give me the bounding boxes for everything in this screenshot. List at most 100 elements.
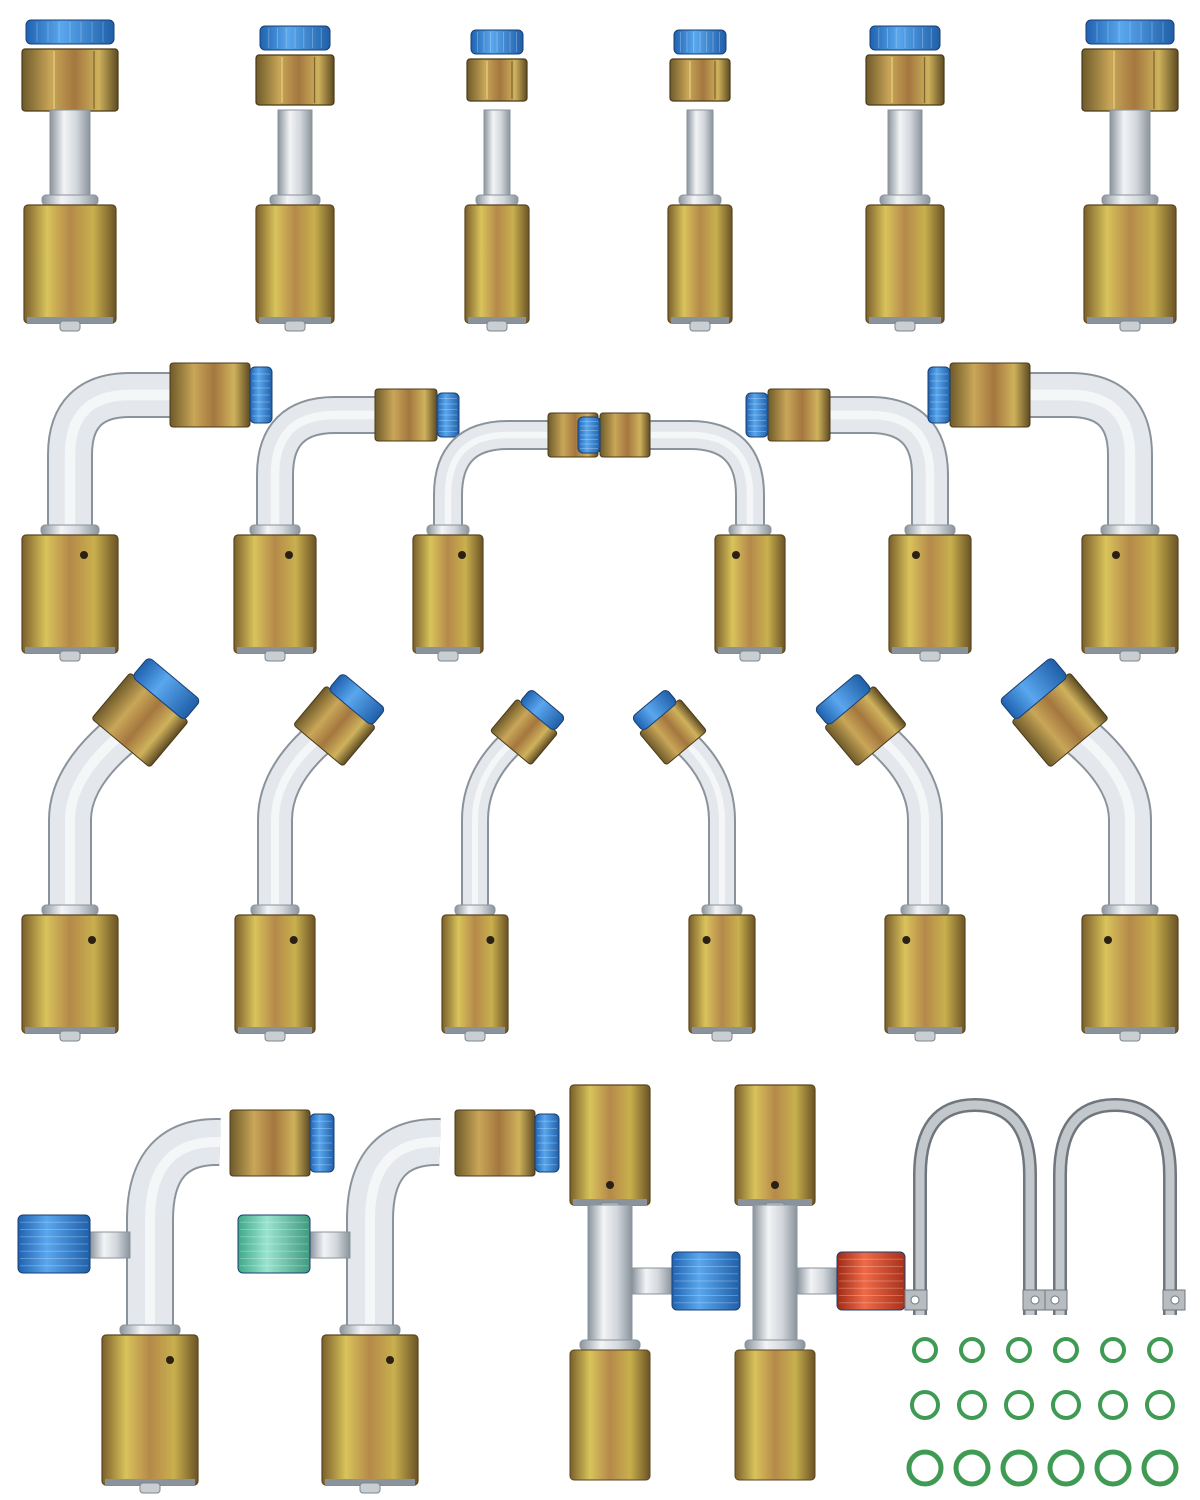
hex-nut bbox=[599, 412, 651, 458]
crimp-ferrule bbox=[865, 204, 945, 324]
ferrule-base bbox=[237, 647, 313, 653]
inspection-hole bbox=[732, 551, 740, 559]
hex-nut bbox=[949, 362, 1031, 428]
ferrule-base bbox=[573, 1199, 647, 1205]
tube-collar bbox=[249, 524, 301, 536]
ferrule-stub bbox=[59, 650, 81, 662]
tube-highlight bbox=[1030, 389, 1136, 535]
ferrule-base bbox=[692, 1027, 752, 1033]
tube-highlight bbox=[444, 431, 548, 535]
protective-cap bbox=[237, 1214, 311, 1274]
protective-cap bbox=[25, 19, 115, 45]
protective-cap bbox=[470, 29, 524, 55]
ferrule-stub bbox=[264, 1030, 286, 1042]
crimp-ferrule bbox=[23, 204, 117, 324]
tube-collar bbox=[41, 194, 99, 206]
service-port-stem bbox=[796, 1267, 838, 1295]
ferrule-base bbox=[325, 1479, 415, 1485]
inspection-hole bbox=[912, 551, 920, 559]
hex-nut bbox=[169, 362, 251, 428]
hex-nut bbox=[229, 1109, 311, 1177]
inspection-hole bbox=[458, 551, 466, 559]
ferrule-base bbox=[1085, 1027, 1175, 1033]
service-port-elbow-1 bbox=[17, 1109, 335, 1494]
angled-nut-assembly bbox=[815, 674, 906, 766]
protective-cap bbox=[927, 366, 951, 424]
angled-nut-assembly bbox=[632, 690, 707, 765]
o-ring bbox=[1141, 1449, 1179, 1487]
inspection-hole bbox=[166, 1356, 174, 1364]
aluminum-tube bbox=[887, 109, 923, 211]
tube-collar bbox=[579, 1339, 641, 1351]
tube-highlight bbox=[365, 1136, 441, 1335]
aluminum-tube bbox=[1109, 109, 1151, 211]
straight-fitting-5 bbox=[865, 25, 945, 332]
protective-cap bbox=[309, 1113, 335, 1173]
ferrule-stub bbox=[894, 320, 916, 332]
protective-cap bbox=[133, 658, 200, 719]
ferrule-stub bbox=[739, 650, 761, 662]
clamp-hole bbox=[1050, 1295, 1060, 1305]
tube-collar bbox=[1101, 904, 1159, 916]
tube-highlight bbox=[830, 410, 935, 535]
ferrule-stub bbox=[359, 1482, 381, 1494]
service-port-elbow-2 bbox=[237, 1109, 560, 1494]
protective-cap bbox=[436, 392, 460, 438]
crimp-ferrule bbox=[1083, 204, 1177, 324]
inspection-hole bbox=[88, 936, 96, 944]
elbow-90-fitting-6 bbox=[927, 362, 1179, 662]
clamp-hole bbox=[1030, 1295, 1040, 1305]
ferrule-stub bbox=[284, 320, 306, 332]
tube-collar bbox=[454, 904, 496, 916]
crimp-ferrule bbox=[888, 534, 972, 654]
tube-highlight bbox=[270, 410, 375, 535]
protective-cap bbox=[632, 690, 677, 730]
protective-cap bbox=[534, 1113, 560, 1173]
ferrule-stub bbox=[1119, 1030, 1141, 1042]
crimp-ferrule bbox=[688, 914, 756, 1034]
crimp-ferrule bbox=[884, 914, 966, 1034]
crimp-ferrule bbox=[464, 204, 530, 324]
ferrule-stub bbox=[914, 1030, 936, 1042]
ferrule-base bbox=[259, 317, 331, 323]
protective-cap bbox=[869, 25, 941, 51]
inspection-hole bbox=[386, 1356, 394, 1364]
aluminum-tube bbox=[587, 1204, 633, 1346]
ferrule-base bbox=[869, 317, 941, 323]
elbow-90-fitting-4 bbox=[577, 412, 786, 662]
crimp-ferrule bbox=[101, 1334, 199, 1486]
aluminum-tube bbox=[686, 109, 714, 211]
protective-cap bbox=[249, 366, 273, 424]
inspection-hole bbox=[771, 1181, 779, 1189]
service-port-stem bbox=[89, 1231, 131, 1259]
ferrule-base bbox=[718, 647, 782, 653]
clamp-band-edge bbox=[913, 1097, 1037, 1315]
elbow-90-fitting-2 bbox=[233, 388, 460, 662]
tube-collar bbox=[900, 904, 950, 916]
o-ring bbox=[953, 1449, 991, 1487]
protective-cap bbox=[577, 416, 601, 454]
o-ring bbox=[910, 1390, 940, 1420]
crimp-ferrule bbox=[321, 1334, 419, 1486]
o-ring bbox=[1145, 1390, 1175, 1420]
tube-collar bbox=[904, 524, 956, 536]
ferrule-base bbox=[25, 647, 115, 653]
aluminum-tube bbox=[277, 109, 313, 211]
ferrule-stub bbox=[919, 650, 941, 662]
protective-cap bbox=[836, 1251, 906, 1311]
tube-highlight bbox=[650, 431, 754, 535]
crimp-ferrule bbox=[412, 534, 484, 654]
straight-fitting-4 bbox=[667, 29, 733, 332]
tube-collar bbox=[40, 524, 100, 536]
inspection-hole bbox=[1104, 936, 1112, 944]
o-ring bbox=[1000, 1449, 1038, 1487]
tube-collar bbox=[678, 194, 722, 206]
hex-nut bbox=[255, 54, 335, 106]
hex-nut bbox=[374, 388, 438, 442]
ferrule-stub bbox=[59, 320, 81, 332]
hose-clamp-2 bbox=[1044, 1097, 1186, 1315]
clamp-band-edge bbox=[1053, 1097, 1177, 1315]
elbow-45-fitting-2 bbox=[234, 674, 385, 1042]
ferrule-base bbox=[105, 1479, 195, 1485]
o-ring bbox=[1006, 1337, 1032, 1363]
